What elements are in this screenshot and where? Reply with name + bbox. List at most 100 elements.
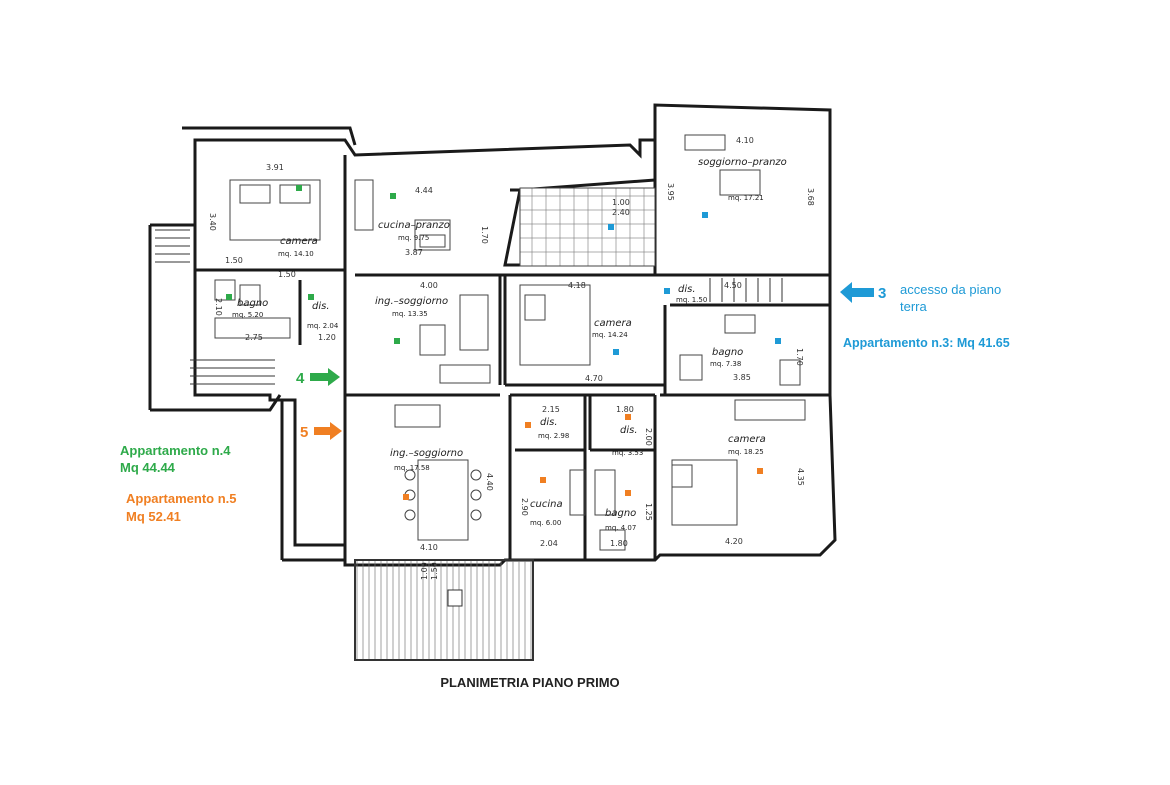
dim-label: 1.80: [616, 405, 634, 414]
stair-right: [709, 278, 783, 302]
room-area: mq. 9.75: [398, 234, 429, 242]
dim-label: 4.44: [415, 186, 433, 195]
dim-label: 3.87: [405, 248, 423, 257]
dim-label: 1.50: [278, 270, 296, 279]
room-name: bagno: [237, 298, 268, 309]
entrance-apt3: 3 accesso da piano terra: [840, 282, 1001, 314]
marker-orange: [625, 414, 631, 420]
marker-orange: [757, 468, 763, 474]
dim-label: 4.10: [736, 136, 754, 145]
marker-orange: [625, 490, 631, 496]
room-labels: camera mq. 14.10 cucina–pranzo mq. 9.75 …: [232, 157, 787, 532]
marker-orange: [525, 422, 531, 428]
marker-orange: [540, 477, 546, 483]
room-name: camera: [594, 318, 632, 329]
dim-label: 1.20: [318, 333, 336, 342]
room-area: mq. 18.25: [728, 448, 764, 456]
dim-label: 4.70: [585, 374, 603, 383]
dim-label: 2.90: [520, 498, 529, 516]
marker-green: [394, 338, 400, 344]
room-markers: [226, 185, 781, 500]
page-title: PLANIMETRIA PIANO PRIMO: [440, 675, 619, 690]
marker-green: [296, 185, 302, 191]
dim-label: 3.68: [806, 188, 815, 206]
dim-label: 1.70: [795, 348, 804, 366]
room-name: dis.: [312, 301, 330, 312]
outer-walls: [148, 103, 837, 567]
dim-label: 4.00: [420, 281, 438, 290]
arrow-left-icon: [840, 282, 874, 303]
arrow-right-icon: [310, 368, 340, 386]
dim-label: 3.40: [208, 213, 217, 231]
marker-green: [226, 294, 232, 300]
apartment-4-title: Appartamento n.4: [120, 443, 231, 458]
room-name: ing.–soggiorno: [375, 296, 448, 307]
dim-label: 1.70: [480, 226, 489, 244]
room-area: mq. 1.50: [676, 296, 707, 304]
entrance-number: 4: [296, 370, 305, 387]
stair-left: [155, 229, 275, 385]
entrance-apt5: 5: [300, 422, 342, 441]
marker-blue: [664, 288, 670, 294]
dim-label: 1.50: [225, 256, 243, 265]
room-name: dis.: [620, 425, 638, 436]
dim-label: 1.00: [612, 198, 630, 207]
room-area: mq. 7.38: [710, 360, 741, 368]
dimension-labels: 3.91 3.40 4.44 1.70 1.50 1.50 3.87 4.00 …: [208, 136, 815, 580]
room-area: mq. 2.98: [538, 432, 569, 440]
room-area: mq. 4.07: [605, 524, 636, 532]
apartment-3-label: Appartamento n.3: Mq 41.65: [843, 336, 1010, 350]
dim-label: 3.85: [733, 373, 751, 382]
entrance-apt4: 4: [296, 368, 340, 387]
marker-orange: [403, 494, 409, 500]
marker-green: [390, 193, 396, 199]
dim-label: 3.95: [666, 183, 675, 201]
room-area: mq. 5.20: [232, 311, 263, 319]
entrance-number: 3: [878, 285, 886, 302]
dim-label: 2.75: [245, 333, 263, 342]
apartment-5-area: Mq 52.41: [126, 509, 181, 524]
dim-label: 4.40: [485, 473, 494, 491]
room-name: bagno: [712, 347, 743, 358]
room-area: mq. 14.24: [592, 331, 628, 339]
entrance-text: accesso da piano: [900, 282, 1001, 297]
room-name: bagno: [605, 508, 636, 519]
marker-blue: [608, 224, 614, 230]
apartment-5-title: Appartamento n.5: [126, 491, 237, 506]
arrow-right-icon: [314, 422, 342, 440]
room-name: ing.–soggiorno: [390, 448, 463, 459]
room-area: mq. 14.10: [278, 250, 314, 258]
room-area: mq. 6.00: [530, 519, 561, 527]
room-name: soggiorno–pranzo: [698, 157, 787, 168]
marker-green: [308, 294, 314, 300]
room-area: mq. 3.53: [612, 449, 643, 457]
balcony-deck: [354, 559, 534, 661]
room-name: dis.: [540, 417, 558, 428]
marker-blue: [702, 212, 708, 218]
marker-blue: [613, 349, 619, 355]
entrance-text: terra: [900, 299, 928, 314]
entrance-number: 5: [300, 424, 308, 441]
room-name: camera: [280, 236, 318, 247]
room-name: cucina: [530, 499, 563, 510]
dim-label: 1.25: [644, 503, 653, 521]
dim-label: 4.10: [420, 543, 438, 552]
room-area: mq. 17.58: [394, 464, 430, 472]
dim-label: 4.35: [796, 468, 805, 486]
room-area: mq. 17.21: [728, 194, 764, 202]
room-name: cucina–pranzo: [378, 220, 450, 231]
dim-label: 2.40: [612, 208, 630, 217]
dim-label: 2.00: [644, 428, 653, 446]
room-area: mq. 2.04: [307, 322, 339, 330]
terrace-tiles: [519, 187, 656, 267]
furniture: [214, 134, 806, 551]
dim-label: 1.80: [610, 539, 628, 548]
dim-label: 3.91: [266, 163, 284, 172]
dim-label: 4.50: [724, 281, 742, 290]
room-name: dis.: [678, 284, 696, 295]
dim-label: 1.50: [430, 562, 439, 580]
balcony-hatch: [447, 589, 463, 607]
apartment-labels: Appartamento n.3: Mq 41.65 Appartamento …: [120, 336, 1010, 524]
